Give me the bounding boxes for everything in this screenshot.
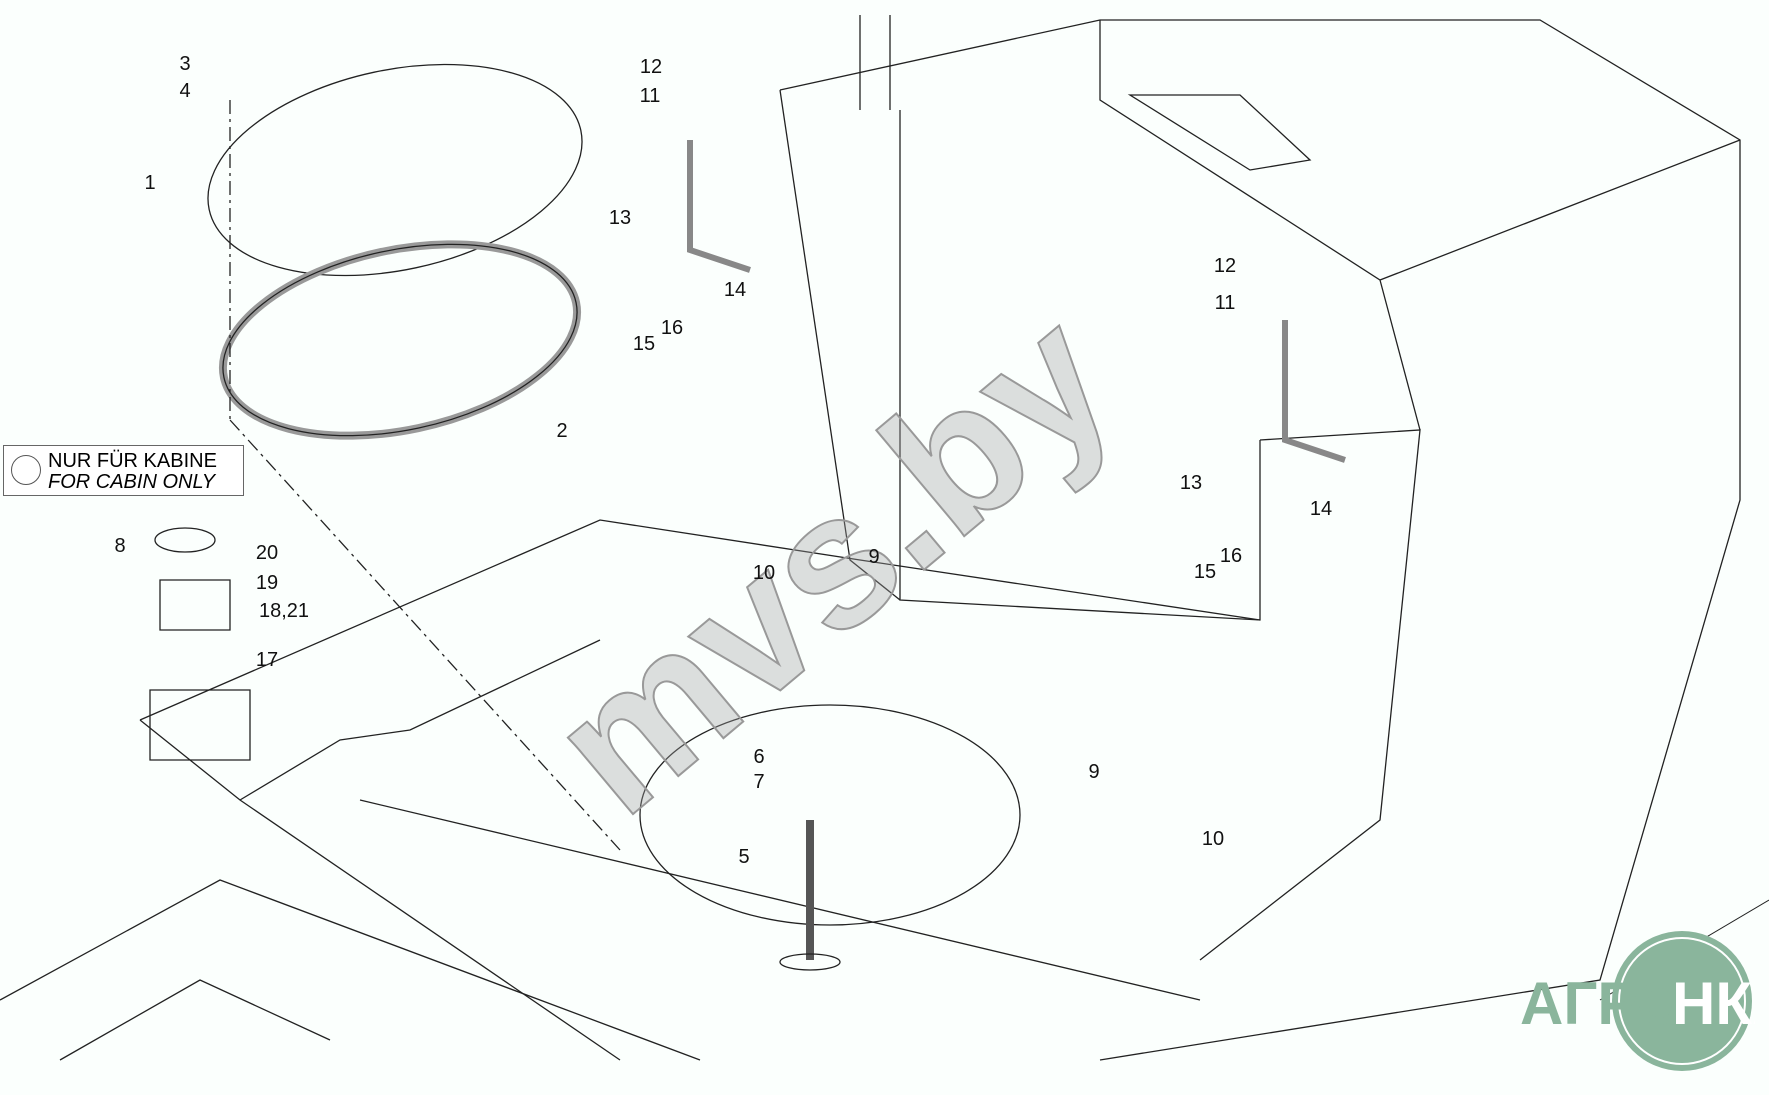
callout-label: 14 [723, 279, 747, 301]
callout-label: 16 [660, 317, 684, 339]
callout-label: 11 [1214, 292, 1236, 314]
callout-label: 19 [255, 572, 279, 594]
legend-line-de: NUR FÜR KABINE [48, 450, 217, 472]
callout-label: 6 [753, 746, 765, 768]
callout-label: 5 [738, 846, 750, 868]
logo-text-left: АГРО [1520, 970, 1683, 1037]
callout-label: 10 [1201, 828, 1225, 850]
callout-label: 7 [753, 771, 765, 793]
floor-frame [139, 519, 1261, 1061]
callout-label: 20 [255, 542, 279, 564]
callout-label: 12 [639, 56, 663, 78]
callout-label: 8 [114, 535, 126, 557]
circle-marker-icon [11, 455, 41, 485]
cover-plate-1 [207, 63, 583, 277]
callout-label: 4 [179, 80, 191, 102]
callout-label: 10 [752, 562, 776, 584]
legend-line-en: FOR CABIN ONLY [48, 471, 216, 493]
gasket-2 [218, 240, 582, 440]
callout-label: 9 [868, 546, 880, 568]
callout-label: 12 [1213, 255, 1237, 277]
callout-label: 18,21 [258, 600, 310, 622]
callout-label: 13 [1179, 472, 1203, 494]
callout-label: 14 [1309, 498, 1333, 520]
agronka-logo: АГРО НКА [1520, 931, 1755, 1071]
callout-label: 17 [255, 649, 279, 671]
logo-text-right: НКА [1672, 970, 1755, 1037]
callout-label: 9 [1088, 761, 1100, 783]
callout-label: 3 [179, 53, 191, 75]
callout-label: 13 [608, 207, 632, 229]
callout-label: 11 [639, 85, 661, 107]
callout-label: 2 [556, 420, 568, 442]
cabin-only-legend: NUR FÜR KABINE FOR CABIN ONLY [3, 445, 244, 496]
callout-label: 15 [1193, 561, 1217, 583]
callout-label: 16 [1219, 545, 1243, 567]
floor-opening [639, 704, 1021, 926]
callout-label: 1 [144, 172, 156, 194]
callout-label: 15 [632, 333, 656, 355]
